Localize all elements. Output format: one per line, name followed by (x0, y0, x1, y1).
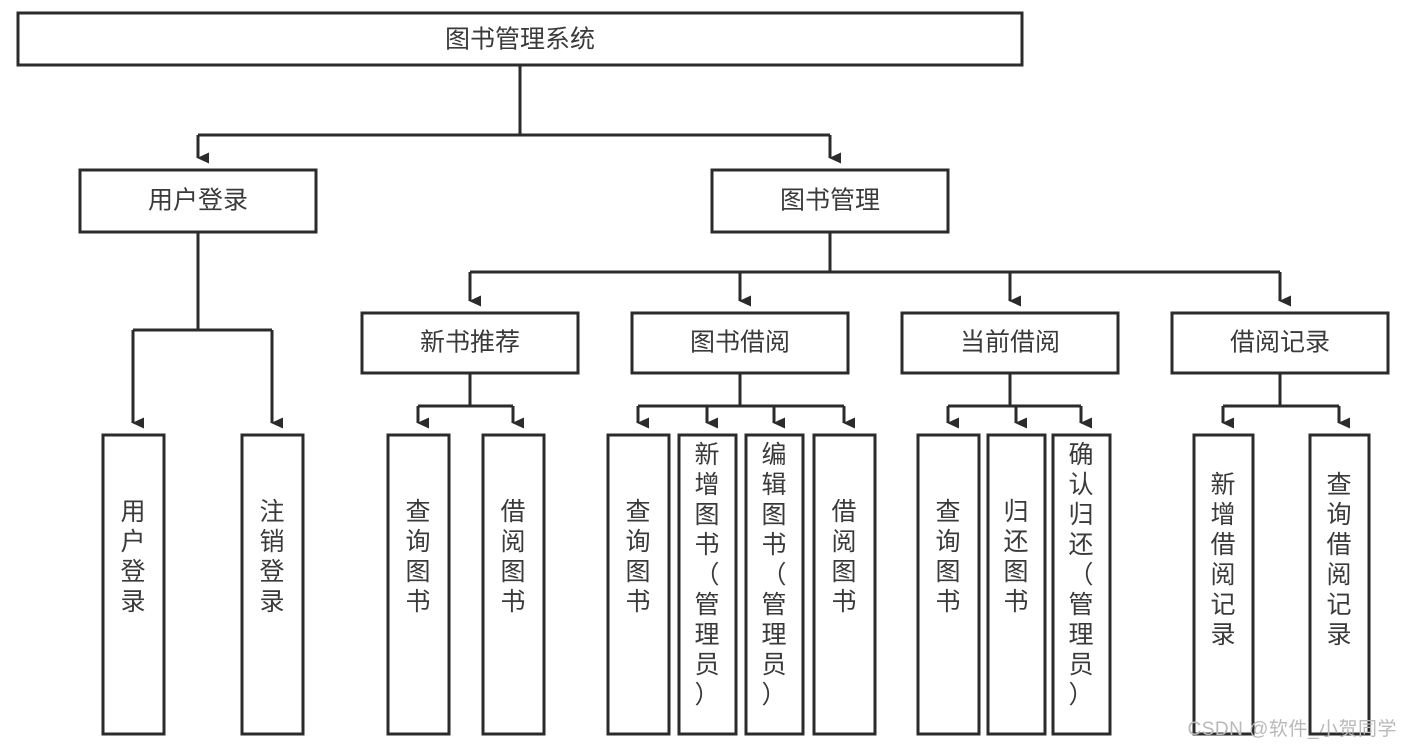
node-root-label: 图书管理系统 (445, 26, 595, 54)
node-borrow-record[interactable]: 借阅记录 (1170, 311, 1390, 375)
csdn-watermark: CSDN @软件_小贺同学 (1187, 719, 1397, 740)
node-user-login-label: 用户登录 (148, 187, 248, 215)
node-current-borrow[interactable]: 当前借阅 (900, 311, 1120, 375)
node-current-borrow-label: 当前借阅 (960, 329, 1060, 357)
leaf-query-book-2[interactable]: 查询图书 (606, 433, 671, 736)
leaf-edit-book-label: 编辑图书（管理员） (761, 441, 786, 709)
connector-layer (131, 65, 1350, 429)
leaf-add-record[interactable]: 新增借阅记录 (1192, 433, 1255, 736)
leaf-user-login-label: 用户登录 (120, 498, 145, 616)
leaf-user-login[interactable]: 用户登录 (101, 433, 166, 736)
node-new-book-recommend[interactable]: 新书推荐 (360, 311, 580, 375)
leaf-confirm-return[interactable]: 确认归还（管理员） (1051, 433, 1112, 736)
leaf-logout-label: 注销登录 (259, 498, 284, 616)
node-user-login[interactable]: 用户登录 (78, 168, 318, 234)
leaf-query-book-3-label: 查询图书 (935, 498, 960, 616)
node-new-book-recommend-box[interactable] (360, 311, 580, 375)
node-book-management-label: 图书管理 (780, 187, 880, 215)
leaf-confirm-return-label: 确认归还（管理员） (1068, 441, 1093, 709)
leaf-query-book-1-box[interactable] (386, 433, 451, 736)
leaf-query-record-label: 查询借阅记录 (1326, 471, 1351, 649)
node-borrow-record-label: 借阅记录 (1230, 329, 1330, 357)
leaf-edit-book[interactable]: 编辑图书（管理员） (744, 433, 805, 736)
leaf-logout-box[interactable] (240, 433, 305, 736)
leaf-return-book-label: 归还图书 (1003, 498, 1028, 616)
leaf-add-book-box[interactable] (677, 433, 738, 736)
node-book-borrow-box[interactable] (630, 311, 850, 375)
leaf-query-record[interactable]: 查询借阅记录 (1308, 433, 1371, 736)
node-book-management-box[interactable] (710, 168, 950, 234)
leaf-borrow-book-1[interactable]: 借阅图书 (481, 433, 546, 736)
leaf-edit-book-box[interactable] (744, 433, 805, 736)
leaf-return-book-box[interactable] (986, 433, 1047, 736)
leaf-add-book[interactable]: 新增图书（管理员） (677, 433, 738, 736)
leaf-logout[interactable]: 注销登录 (240, 433, 305, 736)
leaf-query-book-3[interactable]: 查询图书 (916, 433, 981, 736)
leaf-query-book-3-box[interactable] (916, 433, 981, 736)
leaf-return-book[interactable]: 归还图书 (986, 433, 1047, 736)
leaf-borrow-book-1-label: 借阅图书 (500, 498, 525, 616)
leaf-query-record-box[interactable] (1308, 433, 1371, 736)
leaf-query-book-1[interactable]: 查询图书 (386, 433, 451, 736)
node-current-borrow-box[interactable] (900, 311, 1120, 375)
node-new-book-recommend-label: 新书推荐 (420, 329, 520, 357)
leaf-borrow-book-2[interactable]: 借阅图书 (812, 433, 877, 736)
node-book-management[interactable]: 图书管理 (710, 168, 950, 234)
node-user-login-box[interactable] (78, 168, 318, 234)
leaf-user-login-box[interactable] (101, 433, 166, 736)
node-root[interactable]: 图书管理系统 (16, 11, 1024, 67)
leaf-confirm-return-box[interactable] (1051, 433, 1112, 736)
node-book-borrow-label: 图书借阅 (690, 329, 790, 357)
leaf-borrow-book-1-box[interactable] (481, 433, 546, 736)
leaf-add-book-label: 新增图书（管理员） (694, 441, 719, 709)
leaf-query-book-2-label: 查询图书 (625, 498, 650, 616)
leaf-query-book-2-box[interactable] (606, 433, 671, 736)
leaf-borrow-book-2-box[interactable] (812, 433, 877, 736)
node-borrow-record-box[interactable] (1170, 311, 1390, 375)
node-book-borrow[interactable]: 图书借阅 (630, 311, 850, 375)
leaf-add-record-label: 新增借阅记录 (1210, 471, 1235, 649)
node-root-box[interactable] (16, 11, 1024, 67)
leaf-borrow-book-2-label: 借阅图书 (831, 498, 856, 616)
leaf-query-book-1-label: 查询图书 (405, 498, 430, 616)
leaf-add-record-box[interactable] (1192, 433, 1255, 736)
